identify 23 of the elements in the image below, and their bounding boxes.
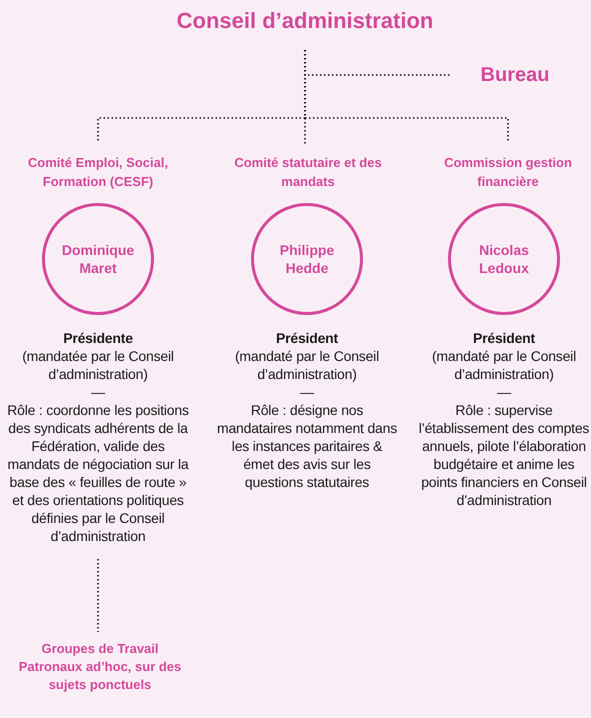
role-description: Rôle : coordonne les positions des syndicats adhérents de la Fédération, valide des mandats de négociation sur la base des « feuilles de route » et des orientations politiques définies par le Conseil d’administration [7,401,189,545]
mandate-note: (mandaté par le Conseil d’administration) [430,347,578,383]
committee-heading: Comité statutaire et des mandats [218,153,398,191]
committee-heading: Commission gestion financière [425,153,591,191]
working-group-label: Groupes de Travail Patronaux ad’hoc, sur des sujets ponctuels [10,640,190,694]
role-description: Rôle : désigne nos mandataires notamment dans les instances paritaires & émet des avis sur les questions statutaires [216,401,398,491]
role-title: Présidente [63,329,133,347]
role-title: Président [473,329,535,347]
connector-line [97,559,99,632]
committee-heading: Comité Emploi, Social, Formation (CESF) [8,153,188,191]
member-name: Dominique Maret [60,241,136,277]
role-description: Rôle : supervise l’établissement des comptes annuels, pilote l’élaboration budgétaire et anime les points financiers en Conseil d’administration [418,401,590,509]
connector-line [304,50,509,141]
mandate-note: (mandaté par le Conseil d’administration) [234,347,380,383]
separator-dash: — [300,383,314,401]
separator-dash: — [497,383,511,401]
member-name: Nicolas Ledoux [478,241,530,277]
board-title: Conseil d’administration [150,6,460,36]
mandate-note: (mandatée par le Conseil d’administration) [21,347,175,383]
bureau-label: Bureau [462,62,568,88]
separator-dash: — [91,383,105,401]
member-name: Philippe Hedde [278,241,336,277]
role-title: Président [276,329,338,347]
